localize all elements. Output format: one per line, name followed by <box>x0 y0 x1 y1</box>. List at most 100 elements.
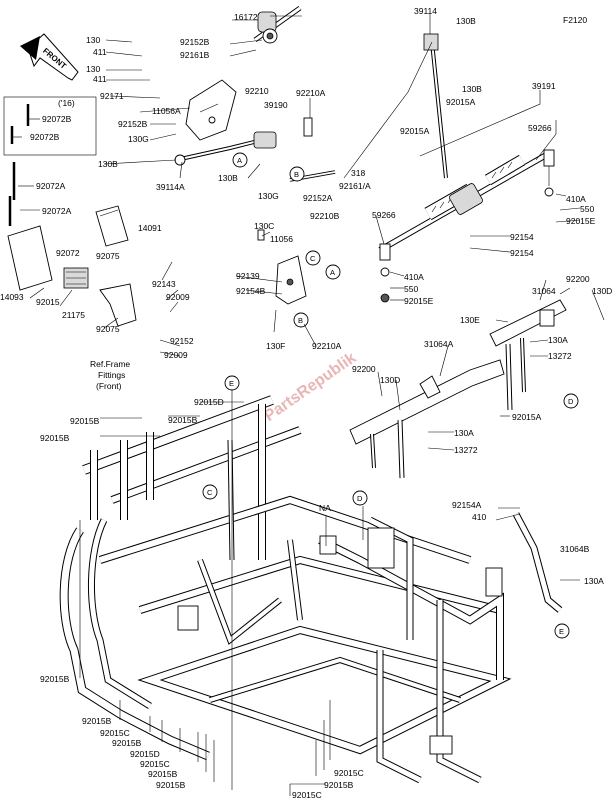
label-130F: 130F <box>266 341 285 351</box>
svg-text:A: A <box>330 268 335 277</box>
label-92015B-h: 92015B <box>156 780 186 790</box>
label-92015C-c: 92015C <box>334 768 364 778</box>
label-59266-a: 59266 <box>528 123 552 133</box>
svg-text:B: B <box>294 170 299 179</box>
label-130E: 130E <box>460 315 480 325</box>
ref-note-line-1: Ref.Frame <box>90 359 130 369</box>
callout-B-1: B <box>289 166 305 182</box>
label-14093: 14093 <box>0 292 24 302</box>
steering-joint-part <box>174 131 277 166</box>
label-92015B-f: 92015B <box>112 738 142 748</box>
label-92015C-a: 92015C <box>100 728 130 738</box>
label-39114: 39114 <box>414 6 437 16</box>
label-92075-b: 92075 <box>96 324 120 334</box>
label-92210A-b: 92210A <box>312 341 342 351</box>
label-130A-b: 130A <box>454 428 474 438</box>
label-130C: 130C <box>254 221 274 231</box>
label-411-b: 411 <box>93 74 107 84</box>
label-59266-b: 59266 <box>372 210 396 220</box>
steering-bracket-part <box>185 79 237 141</box>
label-92152A: 92152A <box>303 193 333 203</box>
label-92015A-a: 92015A <box>446 97 476 107</box>
label-130-b: 130 <box>86 64 100 74</box>
label-410A-b: 410A <box>404 272 424 282</box>
label-11056: 11056 <box>270 234 293 244</box>
label-318: 318 <box>351 168 365 178</box>
label-92200-b: 92200 <box>352 364 376 374</box>
tie-rod-end-part <box>379 149 555 303</box>
label-130B-a: 130B <box>456 16 476 26</box>
year-note: ('16) <box>58 98 75 108</box>
collar-92210B <box>257 229 265 241</box>
label-92143: 92143 <box>152 279 176 289</box>
label-92139: 92139 <box>236 271 260 281</box>
label-13272-b: 13272 <box>454 445 478 455</box>
label-92154-b: 92154 <box>510 248 534 258</box>
label-31064: 31064 <box>532 286 556 296</box>
label-550-a: 550 <box>580 204 594 214</box>
label-92152B: 92152B <box>180 37 210 47</box>
collar-92210A <box>303 117 313 137</box>
label-92072A-b: 92072A <box>42 206 72 216</box>
label-92200-a: 92200 <box>566 274 590 284</box>
label-39191: 39191 <box>532 81 556 91</box>
label-92161A: 92161/A <box>339 181 371 191</box>
label-92075-a: 92075 <box>96 251 120 261</box>
cover-14093-part <box>7 225 53 291</box>
label-92210A-a: 92210A <box>296 88 326 98</box>
callout-E-2: E <box>554 623 570 639</box>
svg-text:B: B <box>298 316 303 325</box>
label-130A-c: 130A <box>584 576 604 586</box>
svg-text:D: D <box>568 397 574 406</box>
label-NA: NA <box>319 503 331 513</box>
label-92161B: 92161B <box>180 50 210 60</box>
svg-text:E: E <box>559 627 564 636</box>
label-92015B-e: 92015B <box>82 716 112 726</box>
label-92015B-d: 92015B <box>40 674 70 684</box>
label-92072A-a: 92072A <box>36 181 66 191</box>
bracket-92143-part <box>99 283 137 327</box>
leader-lines <box>18 14 605 796</box>
label-92154A: 92154A <box>452 500 482 510</box>
front-arrow-icon: FRONT <box>20 33 79 81</box>
callout-E-1: E <box>224 375 240 391</box>
label-411-a: 411 <box>93 47 107 57</box>
label-31064A: 31064A <box>424 339 454 349</box>
label-21175: 21175 <box>62 310 85 320</box>
label-92072B-a: 92072B <box>42 114 72 124</box>
callout-A-2: A <box>325 264 341 280</box>
label-130D-a: 130D <box>592 286 612 296</box>
label-92015A-b: 92015A <box>400 126 430 136</box>
label-92009-b: 92009 <box>164 350 188 360</box>
label-130-a: 130 <box>86 35 100 45</box>
label-130G-a: 130G <box>128 134 149 144</box>
label-130G-b: 130G <box>258 191 279 201</box>
callout-C-2: C <box>202 484 218 500</box>
label-410: 410 <box>472 512 486 522</box>
label-92015A-c: 92015A <box>512 412 542 422</box>
label-130B-c: 130B <box>218 173 238 183</box>
steering-rack-part <box>378 151 550 253</box>
label-92210: 92210 <box>245 86 269 96</box>
label-92015E-a: 92015E <box>566 216 596 226</box>
label-92015B-a: 92015B <box>168 415 198 425</box>
cover-14091-part <box>95 205 129 247</box>
label-13272-a: 13272 <box>548 351 572 361</box>
ref-note-line-3: (Front) <box>96 381 122 391</box>
label-92015D-b: 92015D <box>130 749 160 759</box>
crossmember-31064A-part <box>349 359 505 479</box>
year-variant-box <box>3 96 97 156</box>
crossmember-31064-part <box>489 299 567 411</box>
steering-upper-shaft <box>423 33 448 179</box>
label-130B-b: 130B <box>98 159 118 169</box>
label-410A-a: 410A <box>566 194 586 204</box>
watermark: PartsRepublik <box>261 349 359 425</box>
callout-D-2: D <box>352 490 368 506</box>
label-14091: 14091 <box>138 223 162 233</box>
label-92152: 92152 <box>170 336 194 346</box>
relay-21175-part <box>63 267 89 289</box>
svg-text:C: C <box>310 254 316 263</box>
svg-text:C: C <box>207 488 213 497</box>
label-92015B-c: 92015B <box>40 433 70 443</box>
callout-A-1: A <box>232 152 248 168</box>
